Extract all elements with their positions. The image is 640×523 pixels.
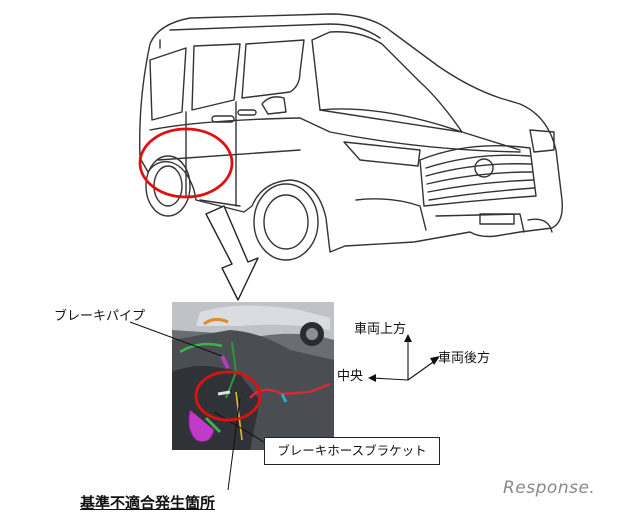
leader-bracket	[213, 411, 265, 443]
label-nonconformity-location: 基準不適合発生箇所	[80, 494, 216, 512]
label-center: 中央	[337, 369, 364, 384]
hose-clip	[280, 393, 288, 403]
highlight-circle-photo	[194, 370, 262, 422]
minivan-drawing	[139, 13, 563, 261]
callout-arrow	[205, 205, 259, 301]
response-watermark: Response.	[503, 478, 596, 498]
label-vehicle-up: 車両上方	[354, 322, 407, 337]
direction-axes	[368, 334, 440, 382]
leader-location	[227, 397, 241, 491]
label-brake-hose-bracket: ブレーキホースブラケット	[264, 437, 440, 465]
brake-area-photo	[172, 302, 334, 450]
label-brake-pipe: ブレーキパイプ	[54, 309, 146, 324]
label-vehicle-rear: 車両後方	[438, 351, 491, 366]
highlight-circle-vehicle	[138, 127, 234, 199]
leader-brake-pipe	[129, 321, 223, 357]
